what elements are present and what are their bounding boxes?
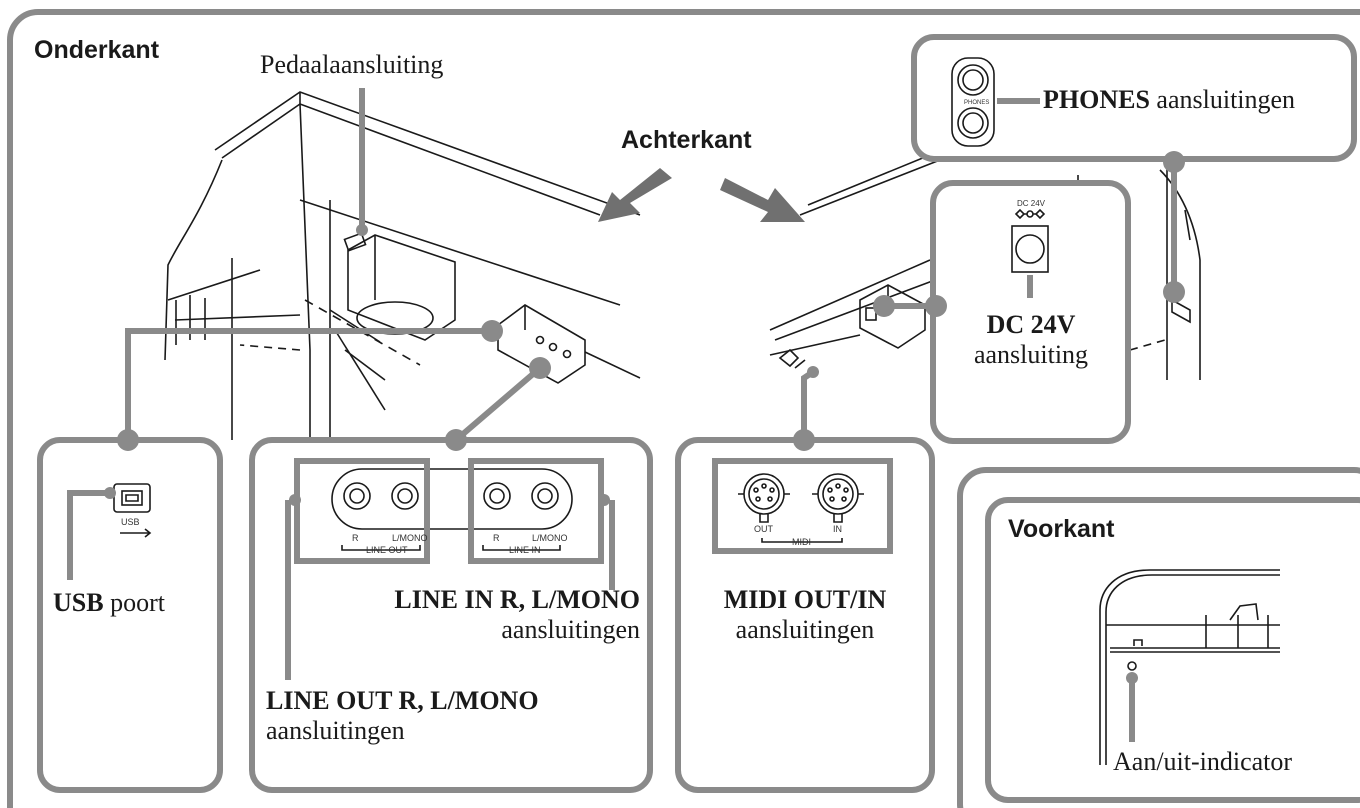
phones-box — [911, 34, 1357, 162]
section-front-title: Voorkant — [1008, 515, 1115, 543]
line-out-label-bold: LINE OUT R, L/MONO — [266, 686, 539, 715]
line-in-leader-dot — [598, 494, 610, 506]
dc-jack — [1011, 208, 1049, 273]
line-in-text: LINE IN — [509, 545, 541, 555]
line-in-label-rest: aansluitingen — [501, 615, 640, 644]
midi-out-text: OUT — [754, 524, 774, 534]
usb-panel-text: USB — [121, 517, 140, 527]
usb-label-bold: USB — [53, 588, 104, 617]
dc-panel-text: DC 24V — [1017, 199, 1046, 208]
dc-dot-left — [873, 295, 895, 317]
dc-label: DC 24V aansluiting — [936, 310, 1126, 370]
midi-label: MIDI OUT/IN aansluitingen — [690, 585, 920, 645]
phones-dot-bottom — [1163, 281, 1185, 303]
phones-panel-text: PHONES — [964, 100, 989, 106]
midi-dot-top — [807, 366, 819, 378]
line-pointer — [454, 365, 542, 443]
usb-dot-bottom — [117, 429, 139, 451]
piano-back-drawing — [769, 154, 1201, 380]
midi-panel-text: MIDI — [792, 537, 811, 547]
usb-pointer — [125, 328, 492, 438]
front-piano-drawing — [1099, 569, 1280, 765]
piano-underside-drawing — [164, 91, 641, 440]
usb-label-rest: poort — [103, 588, 165, 617]
line-dot-bottom — [445, 429, 467, 451]
line-in-label-bold: LINE IN R, L/MONO — [394, 585, 640, 614]
dc-label-bold: DC 24V — [986, 310, 1076, 339]
section-back-title: Achterkant — [621, 126, 752, 154]
line-out-lmono-text: L/MONO — [392, 533, 428, 543]
line-out-frame — [294, 458, 430, 564]
line-in-frame — [468, 458, 604, 564]
phones-label-bold: PHONES — [1043, 85, 1150, 114]
power-indicator-label: Aan/uit-indicator — [1113, 747, 1293, 776]
midi-label-bold: MIDI OUT/IN — [723, 585, 887, 614]
phones-label-rest: aansluitingen — [1149, 85, 1296, 114]
usb-dot-top — [481, 320, 503, 342]
line-dot-top — [529, 357, 551, 379]
pedal-pointer-dot — [356, 224, 368, 236]
midi-label-rest: aansluitingen — [735, 615, 875, 644]
usb-port — [113, 483, 152, 538]
usb-label: USB poort — [53, 588, 165, 618]
line-in-lmono-text: L/MONO — [532, 533, 568, 543]
line-jack-panel — [331, 468, 573, 551]
line-in-label: LINE IN R, L/MONO aansluitingen — [360, 585, 640, 645]
back-arrows — [598, 168, 805, 222]
phones-jack-panel — [951, 57, 995, 147]
midi-in-text: IN — [833, 524, 842, 534]
midi-dot-bottom — [793, 429, 815, 451]
line-in-r-text: R — [493, 533, 500, 543]
phones-dot-top — [1163, 151, 1185, 173]
section-bottom-title: Onderkant — [34, 36, 160, 64]
line-out-text: LINE OUT — [366, 545, 408, 555]
usb-leader-dot — [104, 487, 116, 499]
midi-connectors — [738, 473, 864, 543]
line-out-r-text: R — [352, 533, 359, 543]
arrow-right — [720, 178, 805, 222]
outer-frame — [7, 9, 1360, 808]
phones-label: PHONES aansluitingen — [1043, 85, 1295, 115]
line-out-label-rest: aansluitingen — [266, 716, 405, 745]
pedal-label: Pedaalaansluiting — [260, 50, 444, 79]
dc-dot-right — [925, 295, 947, 317]
usb-leader — [67, 490, 110, 580]
line-out-leader-dot — [289, 494, 301, 506]
arrow-left — [598, 168, 672, 222]
line-out-label: LINE OUT R, L/MONO aansluitingen — [266, 686, 539, 746]
power-indicator-dot — [1126, 672, 1138, 684]
dc-label-rest: aansluiting — [973, 340, 1089, 369]
midi-frame — [712, 458, 893, 554]
